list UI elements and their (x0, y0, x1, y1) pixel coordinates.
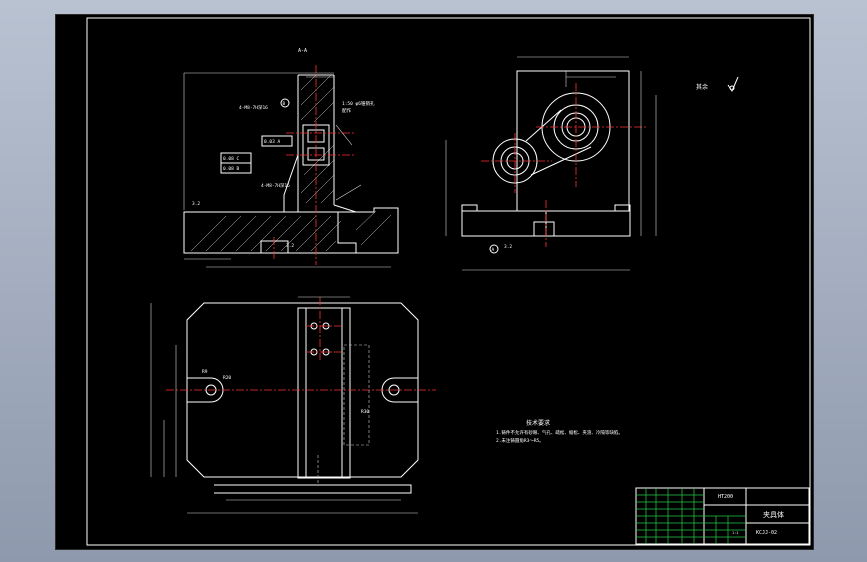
tech-item-2: 2.未注铸圆角R3～R5。 (496, 437, 544, 444)
datum-b-label: B (283, 101, 286, 107)
tech-title: 技术要求 (526, 419, 550, 427)
roughness-front: 3.2 (504, 244, 512, 250)
cad-viewport[interactable]: A-A (55, 14, 814, 550)
tech-requirements: 技术要求 1.铸件不允许有砂眼、气孔、疏松、缩松、夹渣、冷隔等缺陷。 2.未注铸… (496, 419, 623, 444)
title-grid (636, 488, 746, 544)
drawing-border (86, 17, 811, 546)
scale-value: 1:1 (732, 531, 738, 535)
hole-note-2: 4-M8-7H深15 (261, 182, 290, 189)
taper-pin-note-2: 配作 (342, 107, 351, 114)
r30-label: R30 (361, 409, 369, 415)
roughness-other-mark: 其余 (696, 83, 708, 91)
hole-note: 4-M8-7H深16 (239, 104, 268, 111)
tech-item-1: 1.铸件不允许有砂眼、气孔、疏松、缩松、夹渣、冷隔等缺陷。 (496, 429, 623, 436)
taper-pin-note: 1:50 φ6锥销孔 (342, 100, 375, 107)
tolerance-frame-1: 0.03 A (264, 139, 281, 145)
front-view: A 3.2 其余 (445, 56, 739, 271)
section-label: A-A (298, 48, 307, 54)
r9-label: R9 (202, 369, 208, 375)
section-hatch (190, 74, 392, 252)
section-view-aa: A-A (183, 48, 399, 268)
material-label: HT200 (718, 494, 733, 500)
tolerance-frame-2a: 0.08 C (223, 156, 240, 162)
tolerance-frame-2b: 0.08 B (223, 166, 240, 172)
drawing-number: KCJJ-02 (756, 530, 777, 536)
datum-a-label: A (492, 247, 495, 253)
roughness-value: 3.2 (192, 201, 200, 207)
balloon-b (280, 98, 290, 108)
part-name: 夹具体 (763, 510, 784, 519)
title-block: HT200 夹具体 KCJJ-02 1:1 (635, 487, 810, 545)
datum-a-balloon (489, 244, 499, 254)
drawing-canvas: A-A (86, 17, 811, 546)
roughness-symbol (727, 76, 739, 93)
r20-label: R20 (223, 375, 231, 381)
roughness-value-2: 3.2 (286, 243, 294, 249)
top-view: R9 R20 R30 (150, 296, 436, 514)
